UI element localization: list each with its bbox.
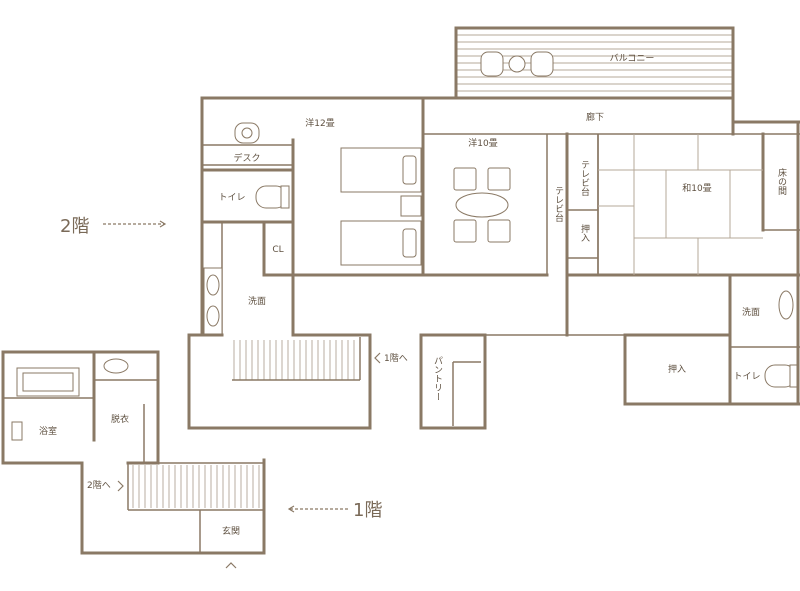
right-caret-icon [117,480,124,492]
desk-label: デスク [233,152,260,164]
room-labels: 廊下 洋12畳 洋10畳 和10畳 床の間 デスク トイレ CL 洗面 テレビ台… [39,111,787,537]
right-arrow-icon [159,220,167,228]
toilet-2f-right-label: トイレ [733,372,760,382]
floor-indicators: 2階 1階 [60,216,382,521]
stairs-first-floor [127,462,264,511]
second-floor-label: 2階 [60,216,89,237]
stair-directions: 1階へ 2階へ [87,352,408,492]
dressing-label: 脱衣 [111,413,129,425]
first-floor-label: 1階 [353,500,382,521]
western12-label: 洋12畳 [305,117,334,129]
washroom-2f-right-label: 洗面 [742,306,760,318]
western12-furniture [340,147,422,266]
balcony: バルコニー [454,26,735,124]
first-floor-fixtures [11,358,129,441]
pantry-label: パントリー [432,356,443,401]
balcony-label: バルコニー [610,53,655,64]
entrance-label: 玄関 [222,525,240,537]
desk-chair [234,122,260,144]
oshiire-label: 押入 [668,363,686,375]
second-floor-fixtures [203,185,798,388]
stairs-second-floor [232,337,361,381]
left-caret-icon [374,352,381,364]
japanese10-label: 和10畳 [682,183,711,194]
second-floor-walls [187,96,800,430]
toilet-2f-left-label: トイレ [218,193,245,203]
tatami-layout [598,134,763,275]
stairs-to-2f-label: 2階へ [87,480,111,491]
washroom-2f-left-label: 洗面 [248,295,266,307]
corridor-label: 廊下 [586,111,604,123]
tokonoma-label: 床の間 [776,167,787,196]
left-arrow-icon [287,505,295,513]
bathroom-label: 浴室 [39,425,57,437]
western10-furniture [453,167,511,243]
tv-stand-1-label: テレビ台 [579,160,590,197]
oshiire-small-label: 押入 [579,223,590,242]
stairs-to-1f-label: 1階へ [384,353,408,364]
tv-stand-2-label: テレビ台 [553,186,564,223]
closet-label: CL [272,245,283,255]
balcony-furniture [480,51,554,77]
up-caret-icon [225,562,237,569]
western10-label: 洋10畳 [468,137,497,149]
